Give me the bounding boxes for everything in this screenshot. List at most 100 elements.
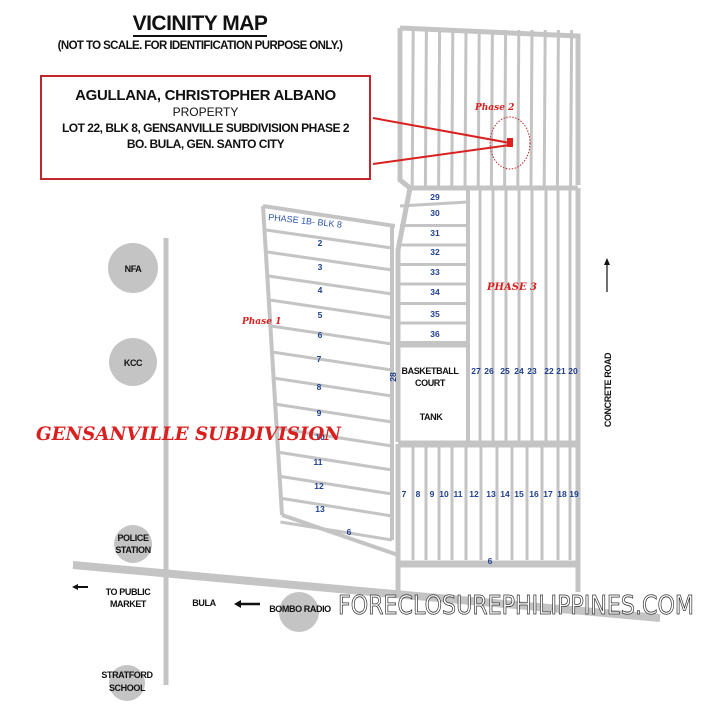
- lot-divider: [489, 29, 494, 187]
- lot-divider: [268, 274, 393, 296]
- to-public-market-label: TO PUBLIC: [106, 587, 152, 597]
- kcc-landmark: [109, 338, 157, 386]
- block8-lot-number: 12: [314, 481, 324, 491]
- lot-divider: [423, 29, 428, 187]
- bula-label: BULA: [192, 598, 216, 608]
- row-lot-number: 27: [471, 366, 481, 376]
- block-outline: [397, 28, 578, 191]
- column-lot-number: 32: [430, 247, 440, 257]
- lot-description: LOT 22, BLK 8, GENSANVILLE SUBDIVISION P…: [61, 121, 350, 135]
- stratford-school-landmark: [109, 665, 145, 701]
- bottom-row-lot-number: 8: [416, 489, 421, 499]
- bottom-row-lot-number: 10: [439, 489, 449, 499]
- block8-lot-number: 2: [318, 238, 323, 248]
- lot-divider: [272, 376, 393, 398]
- column-lot-number: 35: [430, 309, 440, 319]
- bottom-row-lot-number: 15: [514, 489, 524, 499]
- lot-divider: [276, 450, 393, 472]
- block8-lot-number: 13: [315, 504, 325, 514]
- nfa-label: NFA: [125, 264, 143, 274]
- lot-divider: [410, 29, 415, 187]
- police-label: POLICE: [117, 533, 149, 543]
- row-lot-number: 21: [556, 366, 566, 376]
- stratford-label: STRATFORD: [101, 670, 153, 680]
- column-lot-number: 30: [430, 208, 440, 218]
- block8-lot-number: 8: [317, 382, 322, 392]
- basketball-court-label: BASKETBALL: [402, 366, 460, 376]
- block8-lot-number: 9: [317, 408, 322, 418]
- bottom-row-lot-number: 12: [469, 489, 479, 499]
- market-label: MARKET: [110, 599, 147, 609]
- block8-lot-number: 6: [318, 330, 323, 340]
- lot-divider: [275, 426, 393, 448]
- bottom-row-lot-number: 11: [454, 489, 463, 499]
- phase-2-label: Phase 2: [474, 103, 514, 113]
- column-lot-number: 36: [430, 329, 440, 339]
- lot-divider: [274, 402, 393, 424]
- block8-lot-number: 7: [317, 354, 322, 364]
- block8-lot-number: 5: [318, 310, 323, 320]
- bottom-row-lot-number: 16: [529, 489, 539, 499]
- lot-divider: [281, 513, 399, 557]
- row-lot-number: 24: [514, 366, 524, 376]
- lot-divider: [555, 29, 560, 187]
- bottom-row-lot-number: 13: [486, 489, 496, 499]
- owner-name: AGULLANA, CHRISTOPHER ALBANO: [75, 87, 336, 104]
- column-lot-number: 34: [430, 287, 440, 297]
- row-lot-number: 25: [500, 366, 510, 376]
- block8-lot-number: 3: [318, 262, 323, 272]
- block-outline: [395, 187, 413, 442]
- lot-divider: [270, 324, 393, 346]
- lot-divider: [266, 250, 393, 272]
- bottom-row-lot-number: 17: [543, 489, 553, 499]
- arrow-left-icon: [234, 600, 260, 608]
- bombo-radio-landmark: [279, 592, 319, 632]
- page-subtitle: (NOT TO SCALE. FOR IDENTIFICATION PURPOS…: [57, 40, 343, 52]
- side-lot-number: 28: [388, 372, 398, 382]
- property-info-box: AGULLANA, CHRISTOPHER ALBANO PROPERTY LO…: [40, 75, 371, 180]
- block-outline: [399, 25, 581, 185]
- phase-1-label: Phase 1: [241, 317, 281, 327]
- roads: [72, 25, 661, 685]
- kcc-label: KCC: [124, 358, 143, 368]
- block8-lot-number: 11: [314, 457, 323, 467]
- bottom-row-lot-number: 9: [430, 489, 435, 499]
- row-lot-number: 20: [568, 366, 578, 376]
- school-label: SCHOOL: [109, 683, 146, 693]
- bottom-row-lot-number: 18: [557, 489, 567, 499]
- column-lot-number: 33: [430, 267, 440, 277]
- lot-divider: [278, 496, 393, 518]
- lot-divider: [399, 200, 469, 208]
- nfa-landmark: [108, 243, 158, 293]
- subdivision-name: GENSANVILLE SUBDIVISION: [36, 423, 342, 445]
- block8-lot-number: 6: [347, 527, 352, 537]
- property-marker: [372, 116, 531, 170]
- page-title: VICINITY MAP: [132, 12, 268, 37]
- column-lot-number: 29: [430, 192, 440, 202]
- block-outline: [261, 205, 284, 516]
- block8-lot-number: 10: [315, 432, 325, 442]
- lot-divider: [277, 474, 393, 496]
- lot-divider: [516, 29, 521, 187]
- lot-divider: [269, 298, 393, 320]
- police-station-label: STATION: [115, 545, 150, 555]
- arrow-left-icon: [72, 584, 88, 590]
- row-lot-number: 22: [544, 366, 554, 376]
- concrete-road-label: CONCRETE ROAD: [603, 352, 613, 427]
- column-lot-number: 31: [430, 228, 440, 238]
- lot-divider: [280, 520, 393, 542]
- watermark: FORECLOSUREPHILIPPINES.COM: [338, 591, 694, 621]
- lot-divider: [542, 29, 547, 187]
- lot-divider: [503, 29, 508, 187]
- bottom-row-lot-number: 19: [569, 489, 579, 499]
- police-station-landmark: [114, 525, 152, 563]
- block-outline: [262, 204, 396, 228]
- row-lot-number: 23: [527, 366, 537, 376]
- bula-road: [72, 561, 661, 622]
- bottom-lot-number: 6: [488, 556, 493, 566]
- lot-divider: [463, 29, 468, 187]
- lot-divider: [529, 29, 534, 187]
- row-lot-number: 26: [484, 366, 494, 376]
- property-lot-marker: [507, 138, 513, 147]
